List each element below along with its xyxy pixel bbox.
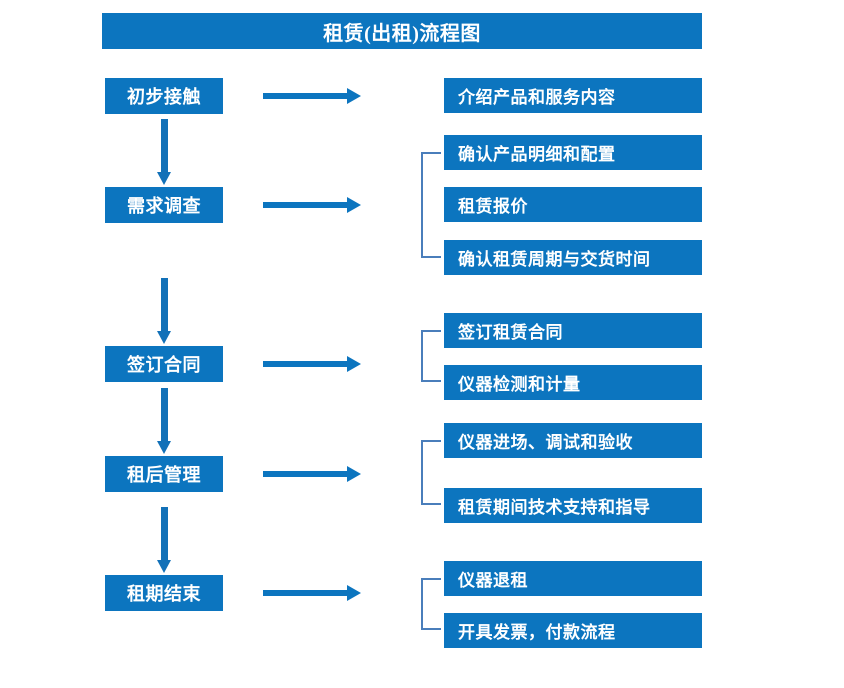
arrow-shaft	[161, 507, 168, 561]
arrow-shaft	[161, 119, 168, 173]
detail-box-4[interactable]: 确认租赁周期与交货时间	[444, 240, 702, 275]
horizontal-arrow-1	[263, 87, 363, 105]
arrow-shaft	[161, 388, 168, 442]
stage-box-1[interactable]: 初步接触	[105, 78, 223, 114]
arrow-head	[157, 441, 171, 454]
arrow-shaft	[263, 361, 349, 367]
arrow-head	[157, 560, 171, 573]
stage-box-2[interactable]: 需求调查	[105, 187, 223, 223]
arrow-head	[347, 466, 361, 482]
group-bracket-contract	[421, 330, 441, 382]
detail-box-8[interactable]: 租赁期间技术支持和指导	[444, 488, 702, 523]
horizontal-arrow-3	[263, 355, 363, 373]
detail-box-9[interactable]: 仪器退租	[444, 561, 702, 596]
arrow-head	[347, 356, 361, 372]
arrow-shaft	[161, 278, 168, 332]
arrow-shaft	[263, 202, 349, 208]
arrow-shaft	[263, 590, 349, 596]
horizontal-arrow-2	[263, 196, 363, 214]
vertical-arrow-1-to-2	[155, 119, 173, 185]
arrow-head	[347, 197, 361, 213]
arrow-head	[157, 331, 171, 344]
stage-box-4[interactable]: 租后管理	[105, 456, 223, 492]
vertical-arrow-4-to-5	[155, 507, 173, 573]
detail-box-1[interactable]: 介绍产品和服务内容	[444, 78, 702, 113]
detail-box-7[interactable]: 仪器进场、调试和验收	[444, 423, 702, 458]
stage-box-3[interactable]: 签订合同	[105, 346, 223, 382]
detail-box-2[interactable]: 确认产品明细和配置	[444, 135, 702, 170]
vertical-arrow-3-to-4	[155, 388, 173, 454]
arrow-head	[347, 585, 361, 601]
arrow-head	[347, 88, 361, 104]
chart-title: 租赁(出租)流程图	[102, 13, 702, 49]
group-bracket-closing	[421, 578, 441, 630]
vertical-arrow-2-to-3	[155, 278, 173, 344]
detail-box-10[interactable]: 开具发票，付款流程	[444, 613, 702, 648]
detail-box-5[interactable]: 签订租赁合同	[444, 313, 702, 348]
horizontal-arrow-5	[263, 584, 363, 602]
horizontal-arrow-4	[263, 465, 363, 483]
detail-box-6[interactable]: 仪器检测和计量	[444, 365, 702, 400]
group-bracket-management	[421, 440, 441, 505]
stage-box-5[interactable]: 租期结束	[105, 575, 223, 611]
arrow-shaft	[263, 471, 349, 477]
arrow-head	[157, 172, 171, 185]
arrow-shaft	[263, 93, 349, 99]
group-bracket-requirements	[421, 152, 441, 258]
detail-box-3[interactable]: 租赁报价	[444, 187, 702, 222]
